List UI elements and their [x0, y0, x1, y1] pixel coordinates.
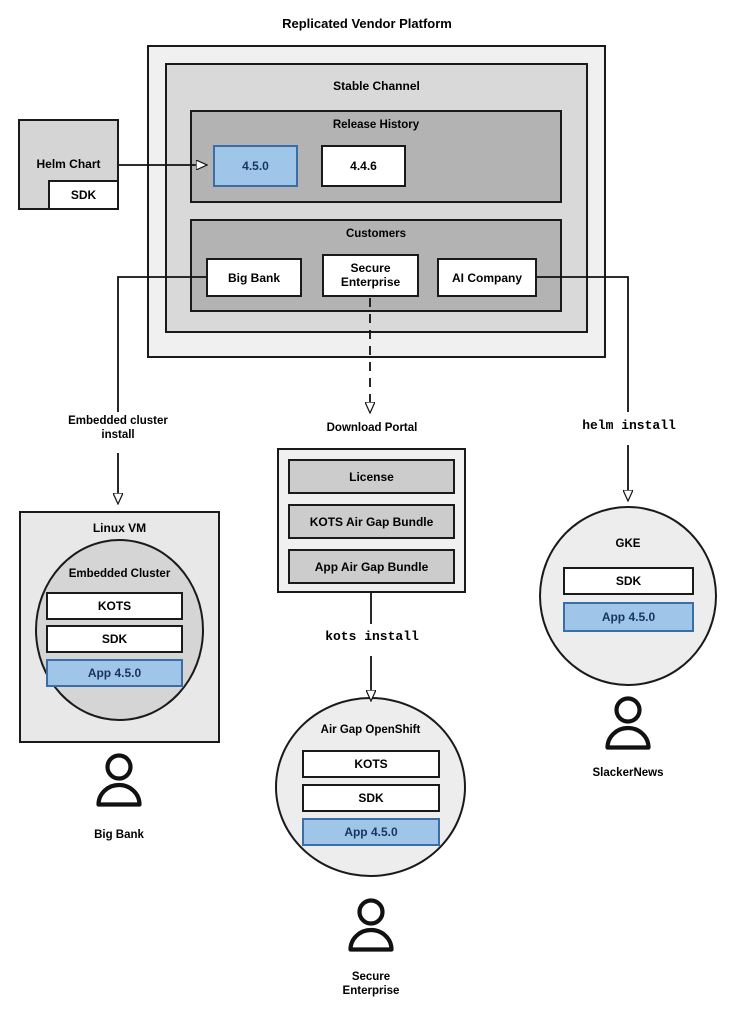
wire-bigbank-to-linux-vm [117, 276, 206, 412]
helm-chart-sdk-box[interactable]: SDK [48, 180, 119, 210]
release-version-4-5-0[interactable]: 4.5.0 [213, 145, 298, 187]
customer-secure-enterprise[interactable]: Secure Enterprise [322, 254, 419, 297]
customer-big-bank[interactable]: Big Bank [206, 258, 302, 297]
gke-app-version[interactable]: App 4.5.0 [563, 602, 694, 632]
gke-title: GKE [615, 538, 641, 550]
air-gap-openshift-title: Air Gap OpenShift [320, 724, 421, 736]
air-gap-openshift-app-version[interactable]: App 4.5.0 [302, 818, 440, 846]
air-gap-openshift-kots[interactable]: KOTS [302, 750, 440, 778]
embedded-cluster-app-version[interactable]: App 4.5.0 [46, 659, 183, 687]
download-portal-license[interactable]: License [288, 459, 455, 494]
connector-label-helm-install: helm install [582, 418, 676, 433]
connector-label-kots-install: kots install [325, 629, 419, 644]
stable-channel-title: Stable Channel [333, 79, 420, 93]
air-gap-openshift-sdk[interactable]: SDK [302, 784, 440, 812]
embedded-cluster-sdk[interactable]: SDK [46, 625, 183, 653]
release-history-title: Release History [332, 119, 420, 131]
page-title: Replicated Vendor Platform [282, 16, 452, 31]
person-icon [348, 898, 394, 952]
customer-secure-enterprise-label: Secure Enterprise [340, 261, 401, 289]
embedded-cluster-kots[interactable]: KOTS [46, 592, 183, 620]
helm-chart-label: Helm Chart [36, 157, 101, 171]
actor-secure-enterprise [344, 898, 398, 957]
linux-vm-title: Linux VM [92, 521, 147, 535]
actor-big-bank [92, 753, 146, 812]
gke-sdk[interactable]: SDK [563, 567, 694, 595]
customer-ai-company[interactable]: AI Company [437, 258, 537, 297]
release-version-4-4-6[interactable]: 4.4.6 [321, 145, 406, 187]
connector-label-download-portal: Download Portal [326, 422, 418, 434]
gke-ellipse [539, 506, 717, 686]
actor-slackernews-label: SlackerNews [592, 767, 664, 779]
actor-slackernews [601, 696, 655, 755]
actor-secure-enterprise-label: Secure Enterprise [342, 971, 400, 997]
person-icon [96, 753, 142, 807]
download-portal-kots-air-gap-bundle[interactable]: KOTS Air Gap Bundle [288, 504, 455, 539]
download-portal-app-air-gap-bundle[interactable]: App Air Gap Bundle [288, 549, 455, 584]
actor-big-bank-label: Big Bank [94, 829, 144, 841]
wire-aicompany-to-gke [537, 276, 629, 412]
embedded-cluster-title: Embedded Cluster [68, 568, 171, 580]
person-icon [605, 696, 651, 750]
customers-title: Customers [345, 228, 407, 240]
connector-label-embedded-cluster-install: Embedded cluster install [68, 415, 168, 441]
